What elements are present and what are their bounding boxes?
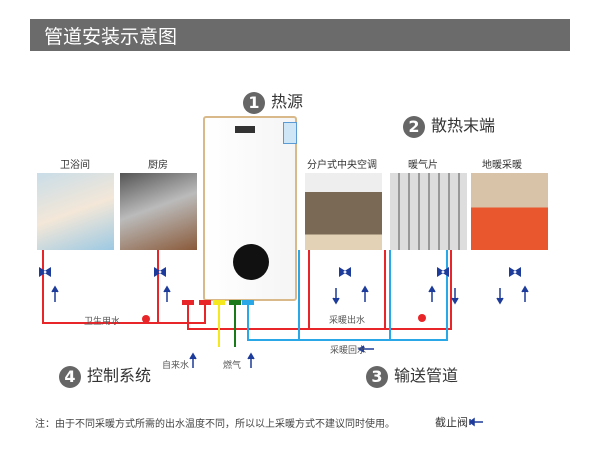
wall-hung-boiler <box>203 116 297 301</box>
valves <box>39 267 521 277</box>
valve-icon <box>39 267 51 277</box>
section-number: 1 <box>243 91 265 114</box>
pipe-ports <box>182 300 254 305</box>
label-sanitary-water: 卫生用水 <box>84 317 121 327</box>
legend-valve: 截止阀 <box>435 416 468 429</box>
section-number: 2 <box>403 115 425 138</box>
valve-icon <box>339 267 351 277</box>
bathroom-photo <box>37 173 114 250</box>
port <box>229 300 241 305</box>
heating-return-pipe <box>247 250 448 341</box>
section-label: 输送管道 <box>394 366 459 385</box>
section-label: 散热末端 <box>431 116 496 135</box>
port <box>242 300 254 305</box>
header-bar: 管道安装示意图 <box>30 19 570 51</box>
central-ac-photo <box>305 173 382 250</box>
flow-arrows <box>51 285 529 427</box>
hot-dot <box>142 315 150 323</box>
floor-heating-photo <box>471 173 548 250</box>
label-bathroom: 卫浴间 <box>60 160 90 171</box>
label-central-ac: 分户式中央空调 <box>307 160 377 171</box>
control-display[interactable] <box>233 244 269 280</box>
label-radiator: 暖气片 <box>408 160 438 171</box>
valve-icon <box>437 267 449 277</box>
label-heating-return: 采暖回水 <box>330 346 367 356</box>
section-label: 热源 <box>271 92 304 111</box>
label-floor-heating: 地暖采暖 <box>482 160 522 171</box>
label-heating-out: 采暖出水 <box>329 316 366 326</box>
port <box>213 300 225 305</box>
heating-out-pipe <box>187 250 452 330</box>
port <box>182 300 194 305</box>
hot-dot <box>418 314 426 322</box>
kitchen-photo <box>120 173 197 250</box>
footnote: 注：由于不同采暖方式所需的出水温度不同，所以以上采暖方式不建议同时使用。 <box>35 419 395 430</box>
section-heat-source: 1 热源 <box>243 88 303 114</box>
sanitary-water-pipe <box>42 250 206 324</box>
valve-icon <box>509 267 521 277</box>
section-terminals: 2 散热末端 <box>403 112 495 138</box>
label-gas: 燃气 <box>223 361 242 371</box>
section-pipes: 3 输送管道 <box>366 362 458 388</box>
valve-icon <box>154 267 166 277</box>
energy-label <box>283 122 297 144</box>
section-number: 3 <box>366 365 388 388</box>
port <box>199 300 211 305</box>
section-label: 控制系统 <box>87 366 152 385</box>
label-kitchen: 厨房 <box>148 160 168 171</box>
page-title: 管道安装示意图 <box>44 26 178 48</box>
brand-logo <box>235 126 255 133</box>
label-tap-water: 自来水 <box>162 361 190 371</box>
section-number: 4 <box>59 365 81 388</box>
radiator-photo <box>390 173 467 250</box>
section-control: 4 控制系统 <box>59 362 151 388</box>
